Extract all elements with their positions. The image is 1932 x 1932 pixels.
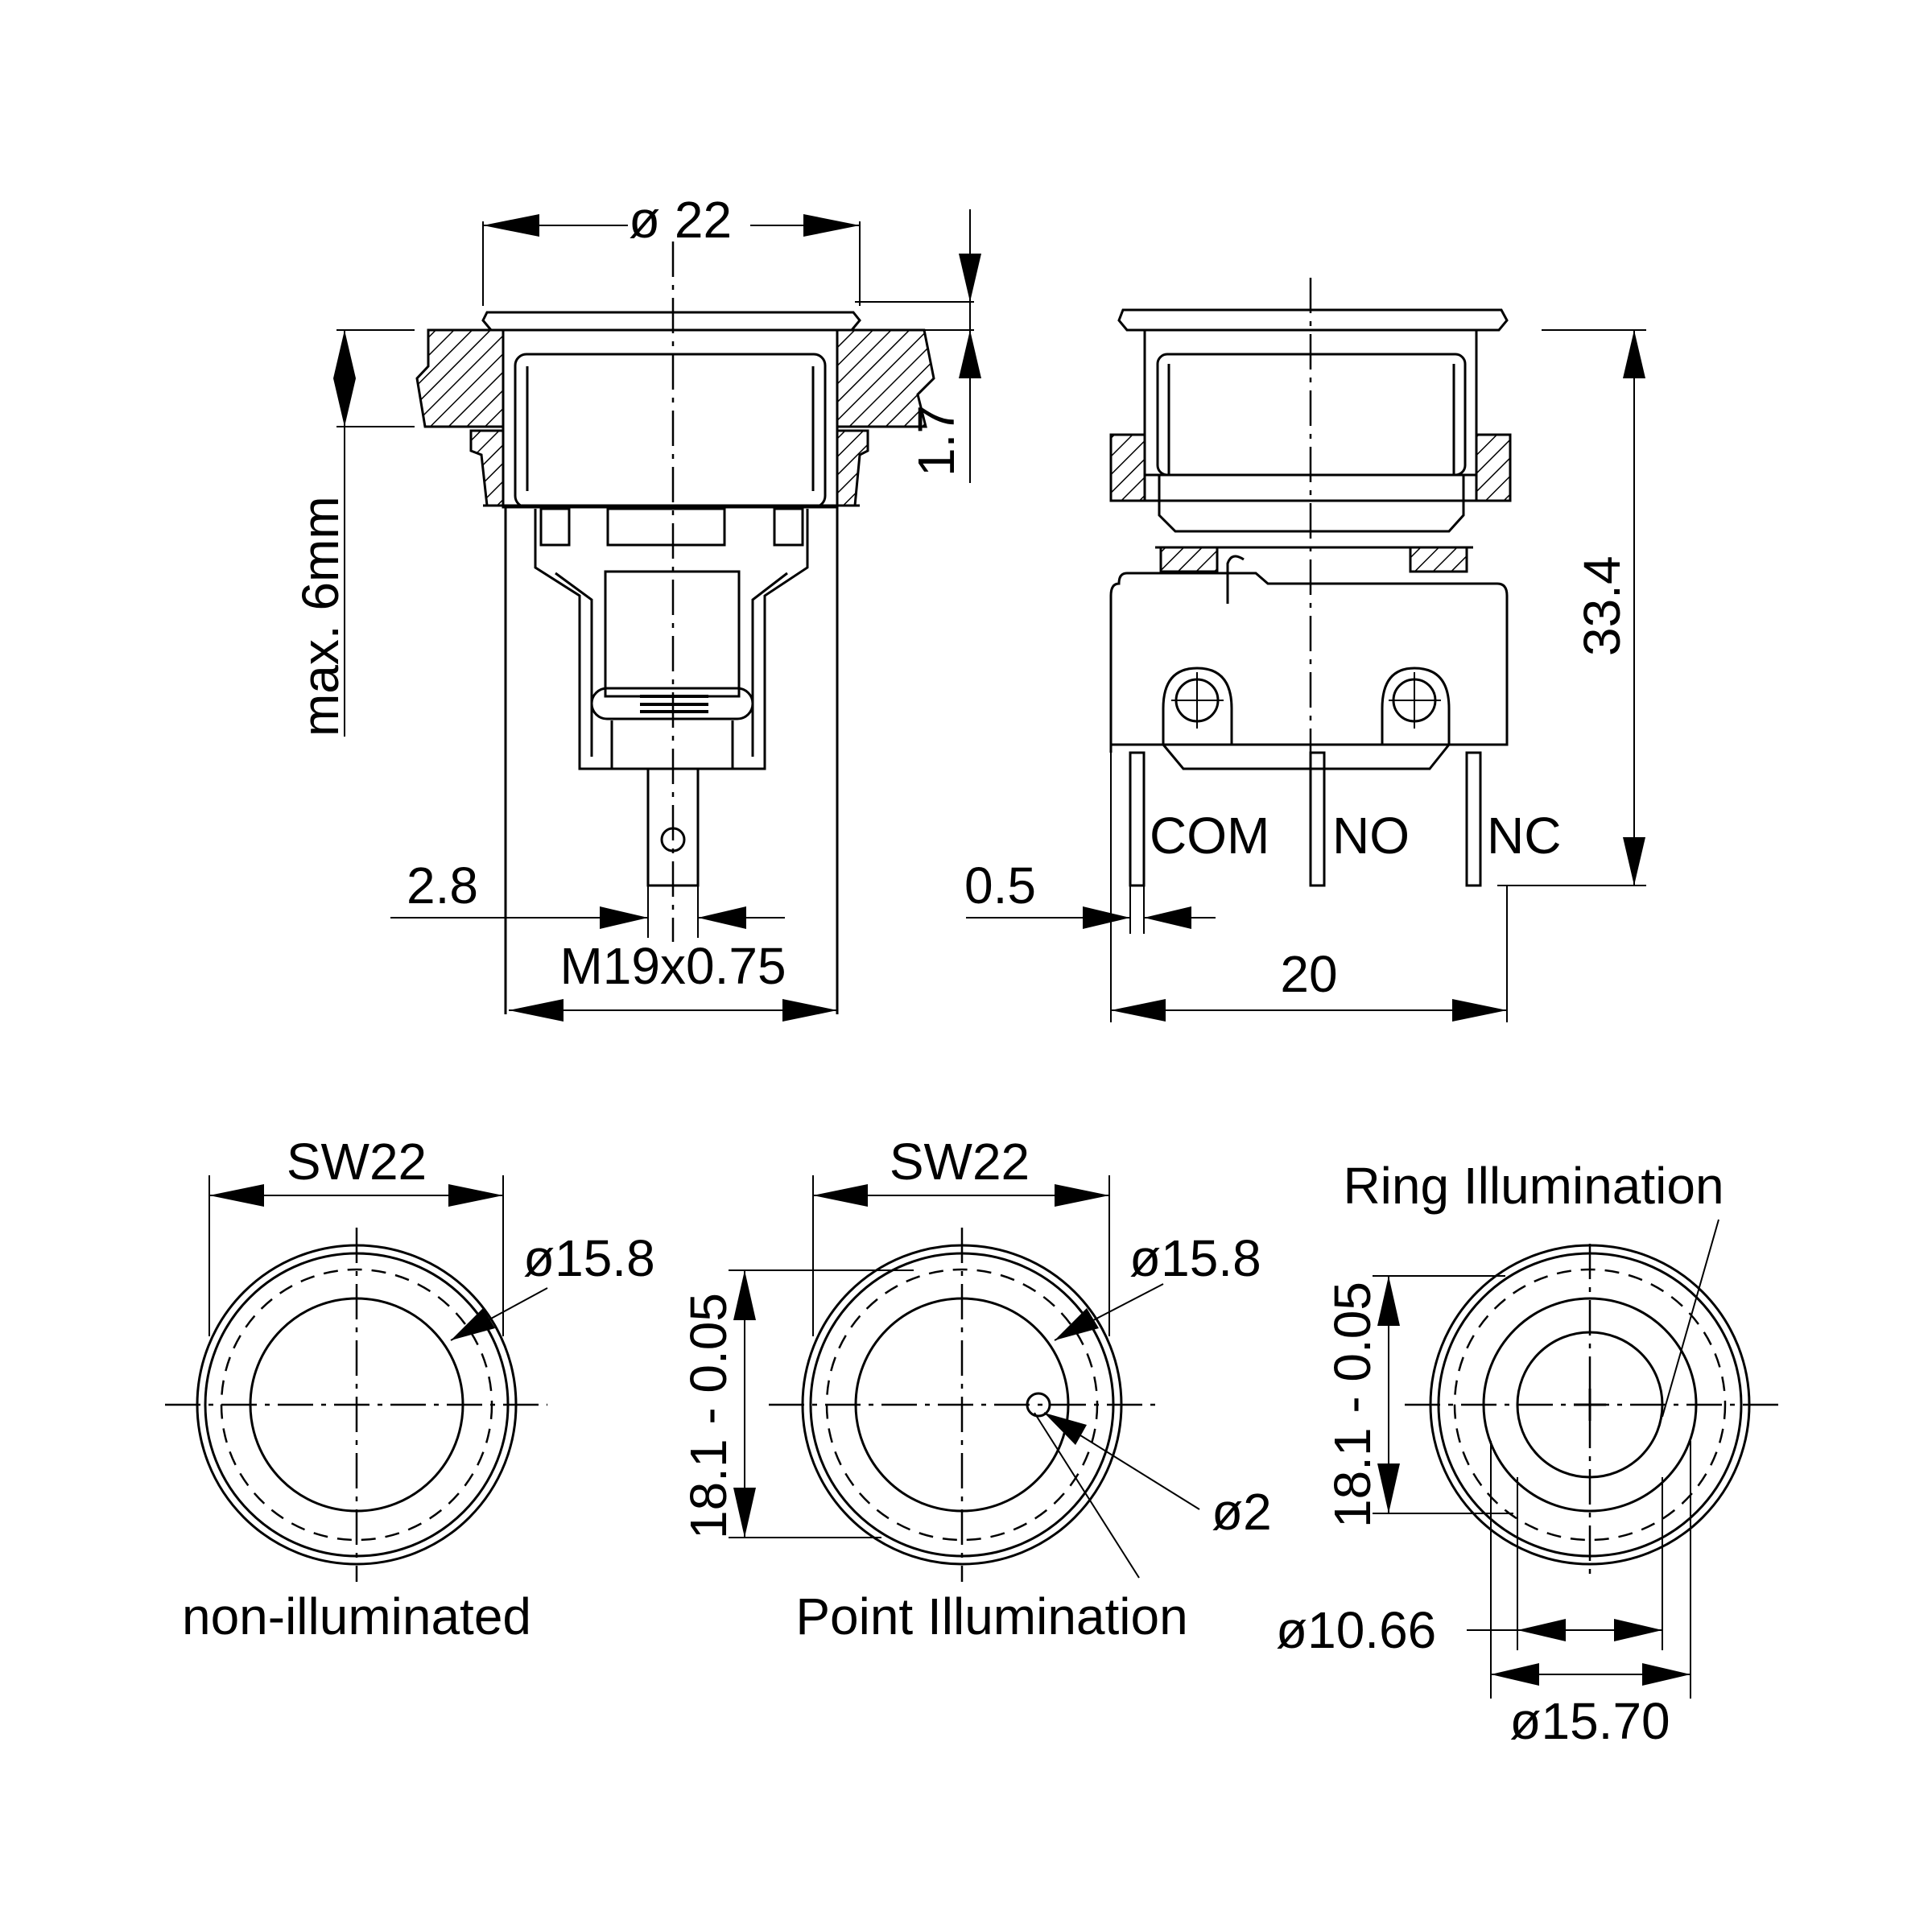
dim-ring-inner-10-66: ø10.66 [1276, 1601, 1436, 1659]
caption-point-illumination: Point Illumination [795, 1587, 1187, 1645]
caption-non-illuminated: non-illuminated [182, 1587, 531, 1645]
dim-dia-22: ø 22 [629, 191, 732, 249]
nut-right-view-left [1109, 433, 1146, 502]
dim-pin-2-8: 2.8 [407, 857, 478, 914]
label-nc: NC [1487, 807, 1561, 865]
dim-panel-max-6mm: max. 6mm [291, 496, 349, 737]
dim-height-33-4: 33.4 [1573, 555, 1631, 656]
microswitch-body [1109, 572, 1509, 746]
button-cap [481, 311, 861, 332]
terminal-no [1309, 751, 1326, 887]
bezel-body [502, 328, 839, 509]
nut-right [836, 429, 869, 507]
dim-ring-outer-15-70: ø15.70 [1509, 1692, 1670, 1750]
side-view-left: ø 22 1.7 max. 6mm 2.8 M19x0.75 [291, 191, 981, 1022]
dim-width-20: 20 [1280, 945, 1337, 1003]
dim-dia-15-8-b: ø15.8 [1129, 1229, 1261, 1287]
dim-thread-m19: M19x0.75 [559, 937, 786, 995]
front-view-point-illumination: SW22 ø15.8 18.1 - 0.05 ø2 Point Illumina… [679, 1133, 1272, 1645]
label-com: COM [1150, 807, 1269, 865]
dim-thickness-0-5: 0.5 [964, 857, 1036, 914]
dim-sw22-b: SW22 [890, 1133, 1030, 1191]
panel-left [415, 328, 505, 428]
dim-rim-1-7: 1.7 [907, 405, 965, 477]
nut-left [469, 429, 505, 507]
caption-ring-illumination: Ring Illumination [1343, 1157, 1724, 1215]
terminal-com [1129, 751, 1146, 887]
switch-body [534, 509, 809, 770]
dim-height-18-1-b: 18.1 - 0.05 [679, 1293, 737, 1539]
front-view-ring-illumination: Ring Illumination 18.1 - 0.05 ø10.66 ø15… [1276, 1157, 1779, 1750]
nut-right-view-right [1475, 433, 1512, 502]
terminal-nc [1465, 751, 1482, 887]
dim-height-18-1-c: 18.1 - 0.05 [1323, 1282, 1381, 1528]
label-no: NO [1332, 807, 1410, 865]
front-view-non-illuminated: SW22 ø15.8 non-illuminated [165, 1133, 655, 1645]
button-cap-right [1117, 308, 1509, 332]
dim-dia-15-8-a: ø15.8 [523, 1229, 655, 1287]
dim-sw22-a: SW22 [287, 1133, 427, 1191]
dim-point-dia-2: ø2 [1212, 1483, 1272, 1541]
side-view-right: COM NO NC 33.4 0.5 20 [964, 278, 1646, 1022]
